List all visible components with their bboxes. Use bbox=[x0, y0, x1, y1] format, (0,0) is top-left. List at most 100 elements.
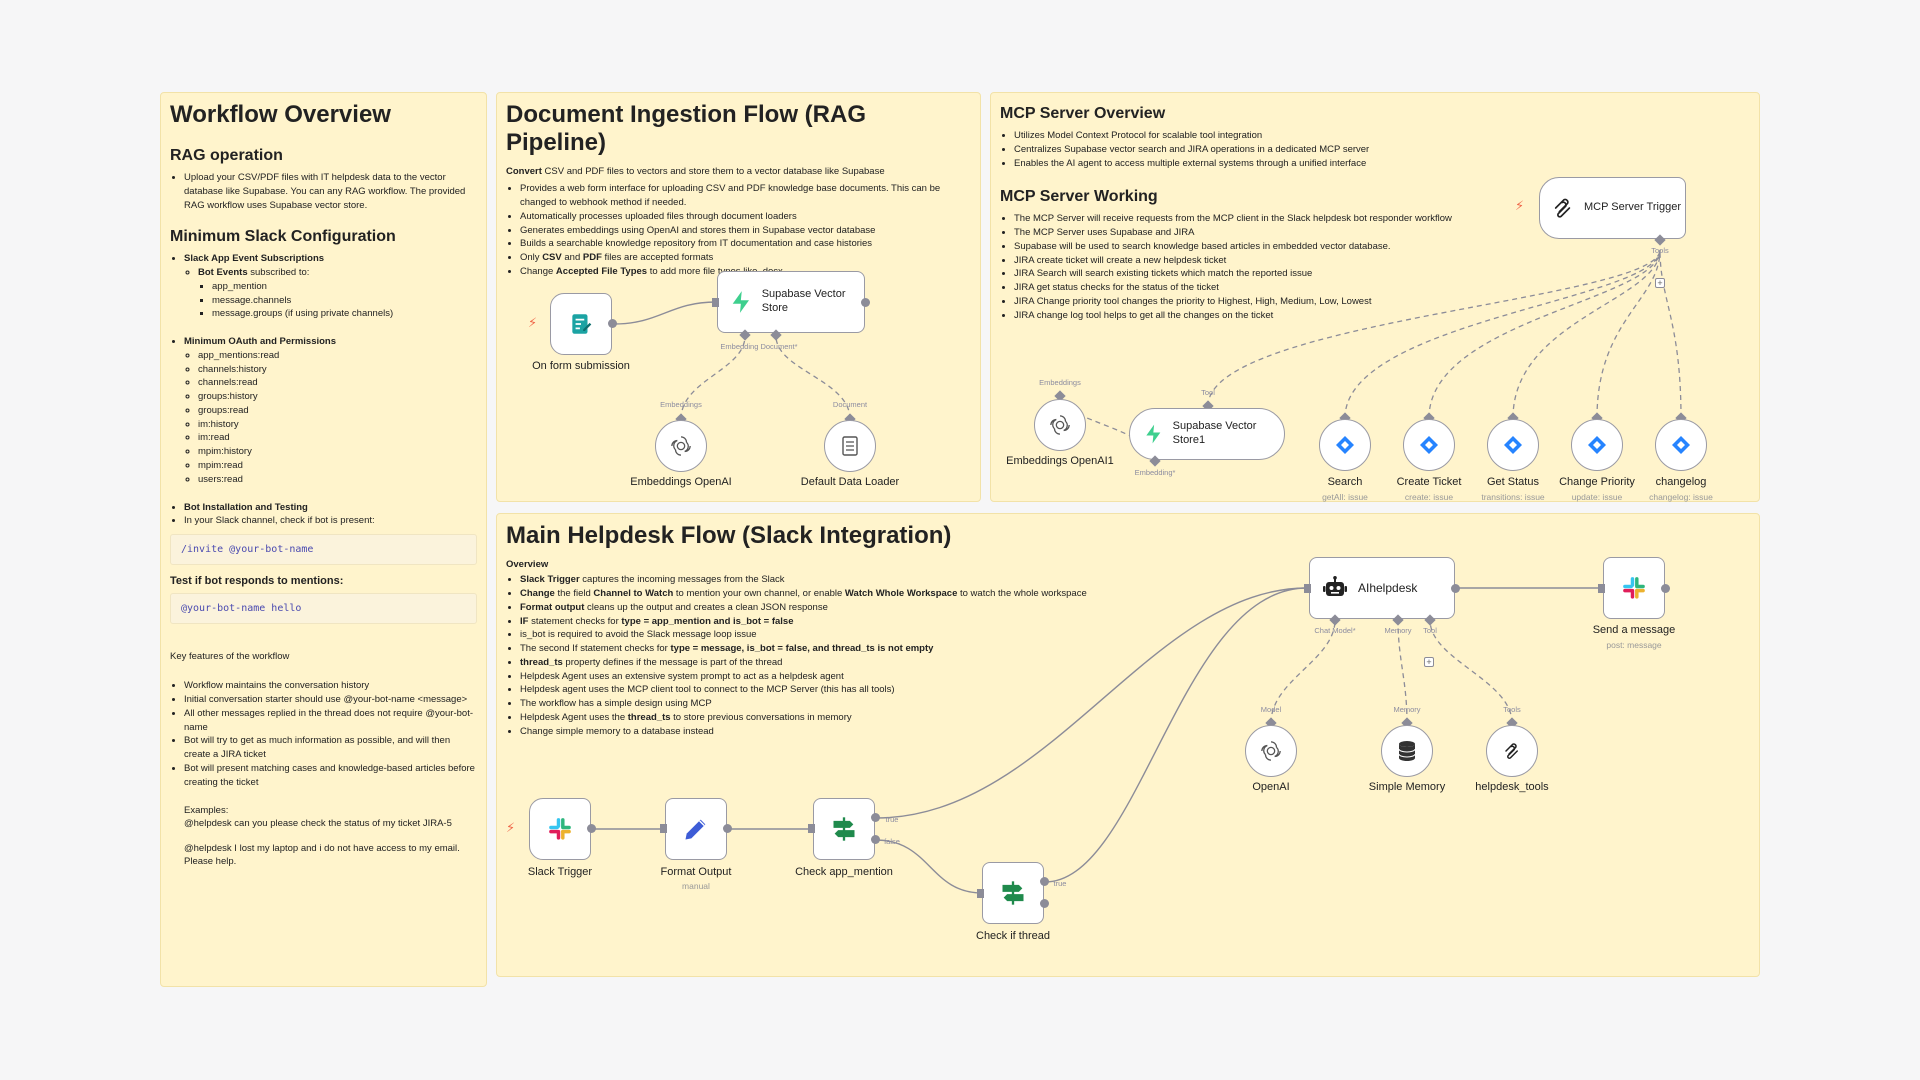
input-port[interactable] bbox=[712, 298, 719, 307]
on-form-submission-node[interactable] bbox=[550, 293, 612, 355]
helpdesk-note[interactable]: Main Helpdesk Flow (Slack Integration) O… bbox=[496, 513, 1760, 977]
workflow-overview-note[interactable]: Workflow Overview RAG operation Upload y… bbox=[160, 92, 487, 987]
input-port[interactable] bbox=[977, 889, 984, 898]
output-port[interactable] bbox=[1451, 584, 1460, 593]
list-item: Slack Trigger captures the incoming mess… bbox=[520, 573, 1220, 587]
true-output-port[interactable] bbox=[871, 813, 880, 822]
list-item: Centralizes Supabase vector search and J… bbox=[1014, 143, 1750, 157]
slack-trigger-label: Slack Trigger bbox=[520, 574, 580, 586]
if-branch-icon bbox=[833, 817, 855, 841]
and-text: and bbox=[561, 252, 583, 264]
jira-create-ticket-label: Create Ticket bbox=[1396, 476, 1462, 488]
supabase-vector-store-node[interactable]: Supabase Vector Store bbox=[717, 271, 865, 333]
embeddings-openai-node[interactable] bbox=[655, 420, 707, 472]
false-output-port[interactable] bbox=[1040, 899, 1049, 908]
true-output-port[interactable] bbox=[1040, 877, 1049, 886]
jira-icon bbox=[1672, 436, 1690, 454]
output-port[interactable] bbox=[723, 824, 732, 833]
list-item: channels:read bbox=[198, 376, 477, 390]
embeddings-openai1-node[interactable] bbox=[1034, 399, 1086, 451]
node-title: AIhelpdesk bbox=[1358, 580, 1418, 595]
add-tool-plus-icon[interactable]: + bbox=[1655, 278, 1665, 288]
jira-search-node[interactable] bbox=[1319, 419, 1371, 471]
input-port[interactable] bbox=[1304, 584, 1311, 593]
thread-ts-label: thread_ts bbox=[520, 656, 563, 668]
jira-icon bbox=[1336, 436, 1354, 454]
list-item: Initial conversation starter should use … bbox=[184, 693, 477, 707]
list-item: JIRA create ticket will create a new hel… bbox=[1014, 254, 1534, 268]
slack-icon bbox=[1623, 577, 1645, 599]
jira-get-status-node[interactable] bbox=[1487, 419, 1539, 471]
list-item: Bot will try to get as much information … bbox=[184, 734, 477, 762]
features-list: Workflow maintains the conversation hist… bbox=[170, 679, 477, 789]
helpdesk-title: Main Helpdesk Flow (Slack Integration) bbox=[506, 522, 952, 549]
mcp-note[interactable]: MCP Server Overview Utilizes Model Conte… bbox=[990, 92, 1760, 502]
list-item: JIRA Change priority tool changes the pr… bbox=[1014, 295, 1534, 309]
change-text: Change bbox=[520, 265, 556, 277]
document-loader-icon bbox=[842, 436, 858, 456]
node-title: Supabase Vector Store1 bbox=[1172, 420, 1257, 446]
ingestion-convert: Convert CSV and PDF files to vectors and… bbox=[506, 165, 971, 178]
format-output-node[interactable] bbox=[665, 798, 727, 860]
convert-text: CSV and PDF files to vectors and store t… bbox=[541, 166, 885, 177]
oauth-label: Minimum OAuth and Permissions bbox=[184, 336, 337, 348]
input-port[interactable] bbox=[1598, 584, 1605, 593]
line-text: The second If statement checks for bbox=[520, 643, 671, 655]
csv-label: CSV bbox=[542, 252, 562, 264]
embedding-port-label: Embedding* bbox=[1134, 468, 1176, 477]
supabase-vector-store1-node[interactable]: Supabase Vector Store1 bbox=[1129, 408, 1285, 460]
tool-port-label: Tool bbox=[1201, 388, 1215, 397]
bot-events-label: Bot Events bbox=[198, 267, 248, 279]
model-port-label: Model bbox=[1260, 705, 1282, 714]
bot-install-label: Bot Installation and Testing bbox=[184, 501, 308, 513]
supabase-icon bbox=[732, 291, 749, 313]
slack-trigger-node[interactable] bbox=[529, 798, 591, 860]
default-data-loader-label: Default Data Loader bbox=[800, 476, 900, 488]
invite-code-block: /invite @your-bot-name bbox=[170, 534, 477, 566]
mcp-overview-title: MCP Server Overview bbox=[1000, 105, 1166, 122]
thread-ts-label: thread_ts bbox=[627, 711, 671, 723]
example-2: @helpdesk I lost my laptop and i do not … bbox=[184, 843, 460, 868]
default-data-loader-node[interactable] bbox=[824, 420, 876, 472]
aihelpdesk-agent-node[interactable]: AIhelpdesk bbox=[1309, 557, 1455, 619]
condition-label: type = app_mention and is_bot = false bbox=[621, 615, 794, 627]
list-item: message.groups (if using private channel… bbox=[212, 307, 477, 321]
jira-get-status-sub: transitions: issue bbox=[1481, 492, 1545, 502]
output-port[interactable] bbox=[587, 824, 596, 833]
convert-label: Convert bbox=[506, 166, 542, 177]
output-port[interactable] bbox=[608, 319, 617, 328]
mcp-server-trigger-node[interactable]: MCP Server Trigger bbox=[1539, 177, 1686, 239]
send-a-message-node[interactable] bbox=[1603, 557, 1665, 619]
ingestion-title: Document Ingestion Flow (RAG Pipeline) bbox=[506, 101, 866, 156]
only-text: Only bbox=[520, 252, 543, 264]
jira-create-ticket-node[interactable] bbox=[1403, 419, 1455, 471]
list-item: Helpdesk agent uses the MCP client tool … bbox=[520, 683, 1220, 697]
list-item: mpim:history bbox=[198, 445, 477, 459]
simple-memory-node[interactable] bbox=[1381, 725, 1433, 777]
check-app-mention-node[interactable] bbox=[813, 798, 875, 860]
input-port[interactable] bbox=[808, 824, 815, 833]
accepted-file-types-label: Accepted File Types bbox=[555, 265, 648, 277]
false-output-port[interactable] bbox=[871, 835, 880, 844]
openai-chat-model-node[interactable] bbox=[1245, 725, 1297, 777]
check-if-thread-node[interactable] bbox=[982, 862, 1044, 924]
tool-port-label: Tool bbox=[1423, 626, 1437, 635]
input-port[interactable] bbox=[660, 824, 667, 833]
helpdesk-tools-node[interactable] bbox=[1486, 725, 1538, 777]
output-port[interactable] bbox=[1661, 584, 1670, 593]
jira-change-priority-node[interactable] bbox=[1571, 419, 1623, 471]
line-text: the field bbox=[554, 588, 594, 600]
list-item: Change simple memory to a database inste… bbox=[520, 725, 1220, 739]
helpdesk-tools-label: helpdesk_tools bbox=[1475, 781, 1549, 793]
helpdesk-overview-label: Overview bbox=[506, 558, 1750, 571]
mcp-icon bbox=[1554, 198, 1571, 218]
output-port[interactable] bbox=[861, 298, 870, 307]
embeddings-port-label: Embeddings bbox=[1039, 378, 1081, 387]
jira-changelog-node[interactable] bbox=[1655, 419, 1707, 471]
mcp-working-title: MCP Server Working bbox=[1000, 188, 1158, 206]
document-port-label: Document bbox=[832, 400, 868, 409]
list-item: Format output cleans up the output and c… bbox=[520, 601, 1220, 615]
slack-config-heading: Minimum Slack Configuration bbox=[170, 228, 396, 246]
add-tool-plus-icon[interactable]: + bbox=[1424, 657, 1434, 667]
simple-memory-label: Simple Memory bbox=[1368, 781, 1446, 793]
